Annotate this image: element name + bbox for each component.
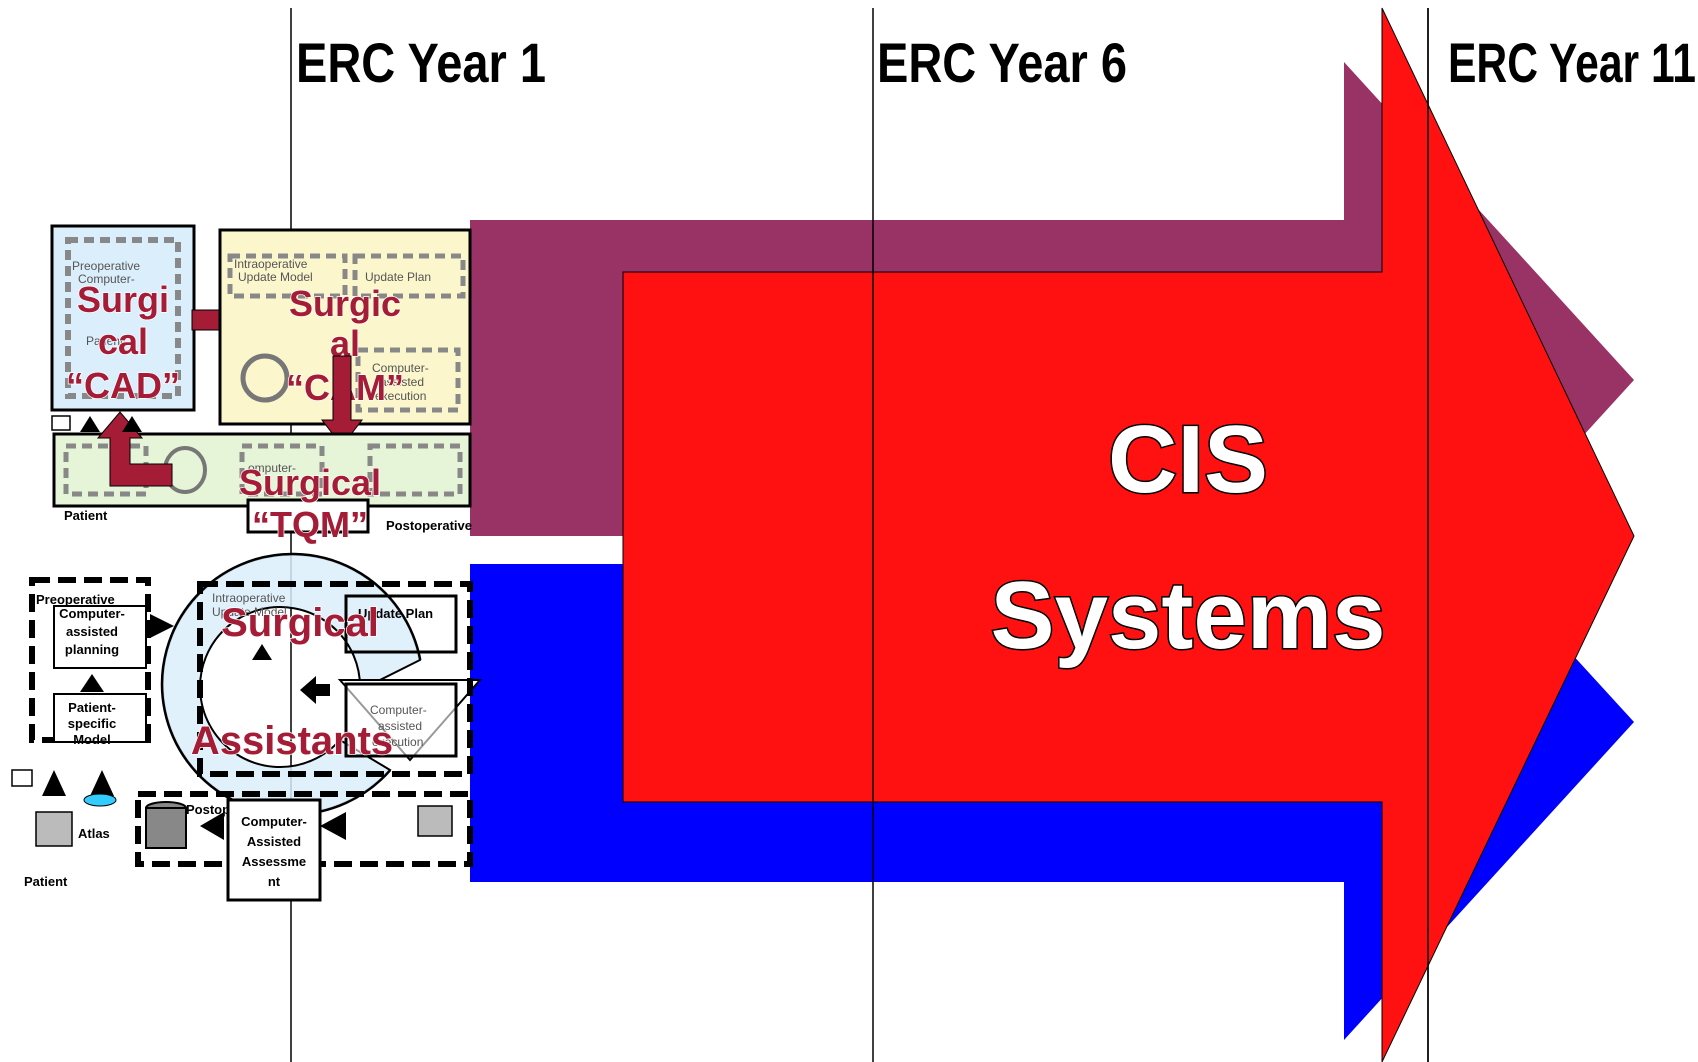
small-up-arrow-1: [80, 416, 100, 432]
assistants-preop-panel: Preoperative Computer- assisted planning…: [29, 577, 151, 747]
preop-box1-line1: Computer-: [59, 606, 125, 621]
assistants-postop-panel: Postoperative Computer- Assisted Assessm…: [135, 791, 473, 902]
small-up-arrow-2: [122, 416, 142, 432]
cam-faint-1: Intraoperative: [234, 257, 308, 271]
header-year11: ERC Year 11: [1448, 31, 1696, 94]
tqm-postoperative-label: Postoperative: [386, 518, 472, 533]
preop-box2-line2: specific: [68, 716, 116, 731]
preop-header: Preoperative: [36, 592, 115, 607]
header-year6: ERC Year 6: [877, 31, 1127, 94]
cam-faint-3: Update Plan: [365, 270, 431, 284]
preop-right-arrow: [150, 614, 174, 638]
intraop-update-plan: Update Plan: [358, 606, 433, 621]
patient-figure-icon: [83, 793, 117, 807]
red-arrow: [622, 7, 1635, 1062]
intraop-update-model: Update Model: [212, 605, 287, 619]
header-year1: ERC Year 1: [296, 31, 546, 94]
preop-box1-line3: planning: [65, 642, 119, 657]
preop-box2-line1: Patient-: [68, 700, 116, 715]
intraop-header: Intraoperative: [212, 591, 286, 605]
atlas-up-arrow-2: [90, 770, 114, 796]
tqm-to-cad-arrow: [96, 411, 173, 487]
preop-up-arrow: [80, 674, 104, 692]
postop-left-arrow-1: [200, 812, 224, 840]
assistants-patient-label: Patient: [24, 874, 68, 889]
cad-title-2: cal: [98, 321, 148, 362]
cad-title-1: Surgi: [77, 279, 169, 320]
cad-faint-2: Computer-: [78, 272, 135, 286]
surgical-cad-box: Preoperative Computer- Patient- Surgi ca…: [50, 224, 196, 412]
assistants-intraop-panel: Intraoperative Update Model Update Plan …: [197, 581, 473, 777]
postop-database-icon: [145, 807, 187, 849]
postop-image-icon: [417, 805, 453, 837]
cad-faint-1: Preoperative: [72, 259, 140, 273]
intraop-exec-3: execution: [372, 735, 423, 749]
intraop-up-arrow: [252, 644, 272, 660]
cam-faint-6: execution: [375, 389, 426, 403]
preop-box1-line2: assisted: [66, 624, 118, 639]
assessment-line1: Computer-: [241, 814, 307, 829]
assessment-line3: Assessme: [242, 854, 306, 869]
cam-faint-4: Computer-: [372, 361, 429, 375]
atlas-icon: [35, 811, 73, 847]
cam-faint-2: Update Model: [238, 270, 313, 284]
intraop-right-arrow: [300, 676, 330, 704]
tqm-faint-1: omputer-: [248, 461, 296, 475]
assistants-title-1: Surgical: [221, 601, 379, 645]
atlas-stack-icon: [11, 769, 33, 787]
postop-left-arrow-2: [320, 812, 346, 840]
assistants-title-2: Assistants: [191, 719, 393, 763]
intraop-exec-2: assisted: [378, 719, 422, 733]
tqm-patient-label: Patient: [64, 508, 108, 523]
cam-device-icon: [240, 353, 290, 403]
intraop-exec-1: Computer-: [370, 703, 427, 717]
cam-faint-5: assisted: [380, 375, 424, 389]
cad-faint-3: Patient-: [86, 334, 127, 348]
cad-title-3: “CAD”: [66, 365, 180, 406]
atlas-up-arrow-1: [42, 770, 66, 796]
cad-stack-icon: [51, 415, 71, 431]
tqm-title-2: “TQM”: [252, 504, 368, 545]
systems-label: Systems: [991, 562, 1386, 669]
tqm-title-1: Surgical: [239, 462, 381, 503]
assessment-line4: nt: [268, 874, 281, 889]
assessment-line2: Assisted: [247, 834, 301, 849]
preop-box2-line3: Model: [73, 732, 111, 747]
cis-label: CIS: [1108, 406, 1268, 513]
atlas-label: Atlas: [78, 826, 110, 841]
cam-title-1: Surgic: [289, 283, 401, 324]
